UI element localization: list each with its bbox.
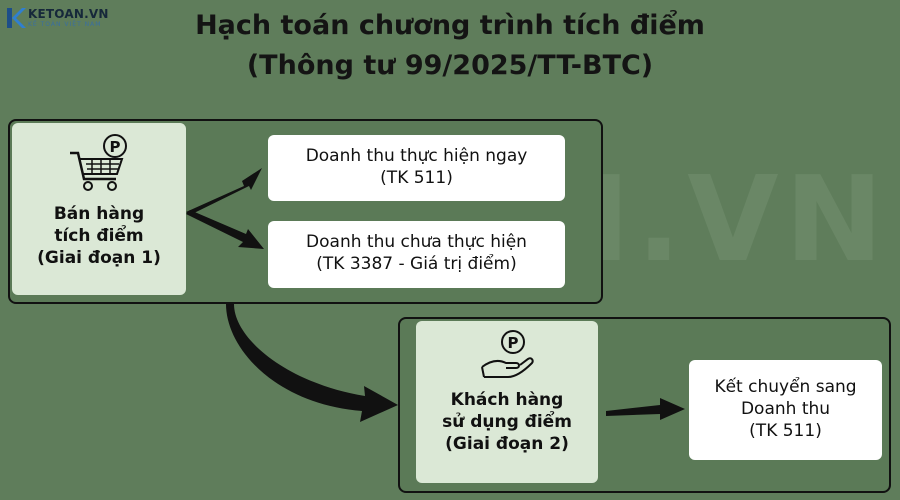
arrow-to-transfer <box>606 398 685 420</box>
revenue-now-line1: Doanh thu thực hiện ngay <box>305 146 528 166</box>
page-title: Hạch toán chương trình tích điểm <box>195 10 705 41</box>
phase1-line3: (Giai đoạn 1) <box>37 248 161 268</box>
revenue-now-box: Doanh thu thực hiện ngay (TK 511) <box>268 135 565 201</box>
logo-k-icon <box>7 8 26 28</box>
logo-name: KETOAN.VN <box>28 7 109 21</box>
phase1-label: Bán hàng tích điểm (Giai đoạn 1) <box>12 203 186 269</box>
phase2-line1: Khách hàng <box>450 390 564 410</box>
phase2-line3: (Giai đoạn 2) <box>445 434 569 454</box>
revenue-deferred-line2: (TK 3387 - Giá trị điểm) <box>316 254 517 274</box>
revenue-now-line2: (TK 511) <box>380 168 453 188</box>
svg-text:P: P <box>110 138 121 156</box>
arrow-phase1-to-phase2 <box>226 304 398 422</box>
transfer-line3: (TK 511) <box>749 421 822 441</box>
ketoan-logo: KETOAN.VN KẾ TOÁN VIỆT NAM <box>6 6 136 30</box>
phase1-line2: tích điểm <box>54 226 144 246</box>
transfer-line1: Kết chuyển sang <box>714 377 857 397</box>
phase1-box: P Bán hàng tích điểm (Giai đoạn 1) <box>12 123 186 295</box>
phase2-box: P Khách hàng sử dụng điểm (Giai đoạn 2) <box>416 321 598 483</box>
svg-text:P: P <box>508 334 519 352</box>
phase2-line2: sử dụng điểm <box>442 412 572 432</box>
phase2-label: Khách hàng sử dụng điểm (Giai đoạn 2) <box>416 389 598 455</box>
page-subtitle: (Thông tư 99/2025/TT-BTC) <box>246 50 654 81</box>
shopping-cart-points-icon: P <box>70 134 127 191</box>
hand-points-icon: P <box>481 330 534 378</box>
logo-tagline: KẾ TOÁN VIỆT NAM <box>28 21 102 28</box>
transfer-box: Kết chuyển sang Doanh thu (TK 511) <box>689 360 882 460</box>
arrow-to-revenue-deferred <box>186 210 264 249</box>
arrow-to-revenue-now <box>186 168 262 215</box>
revenue-deferred-box: Doanh thu chưa thực hiện (TK 3387 - Giá … <box>268 221 565 288</box>
phase1-line1: Bán hàng <box>53 204 145 224</box>
transfer-line2: Doanh thu <box>740 399 831 419</box>
revenue-deferred-line1: Doanh thu chưa thực hiện <box>306 232 527 252</box>
